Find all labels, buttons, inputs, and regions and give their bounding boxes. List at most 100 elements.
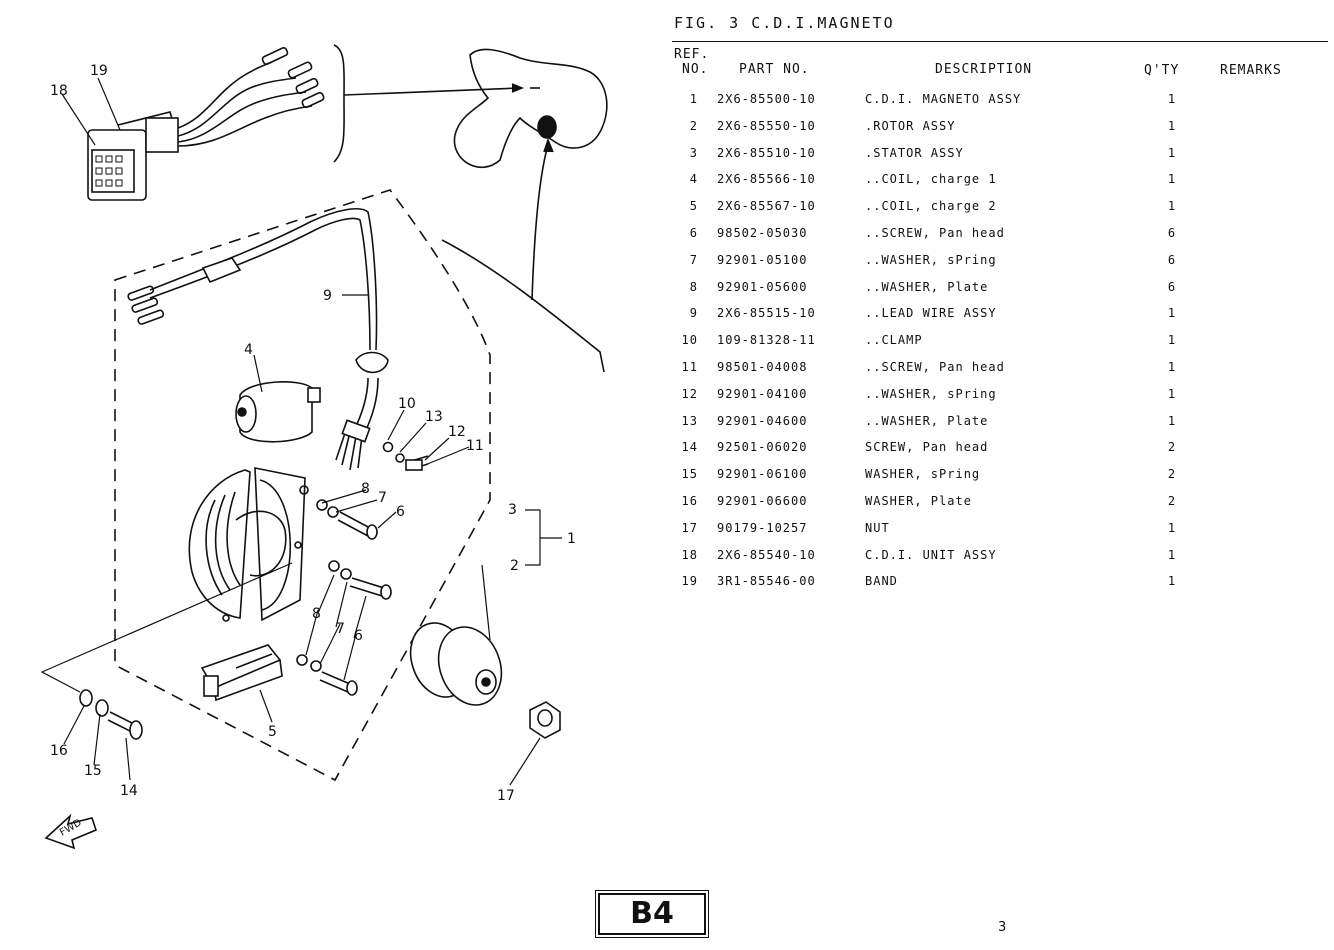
stator-plate-drawing bbox=[188, 467, 309, 622]
table-row: 12 92901-04100 ..WASHER, sPring 1 bbox=[672, 383, 1328, 410]
part-no-cell: 2X6-85550-10 bbox=[717, 118, 816, 133]
ref-cell: 14 bbox=[681, 440, 698, 455]
page-number: 3 bbox=[998, 920, 1007, 935]
part-no-cell: 92901-05100 bbox=[717, 252, 808, 267]
part-no-cell: 2X6-85566-10 bbox=[717, 172, 816, 187]
section-badge: B4 bbox=[595, 890, 709, 938]
ref-cell: 16 bbox=[681, 493, 698, 508]
callout-11: 11 bbox=[466, 438, 484, 454]
description-cell: ..WASHER, sPring bbox=[865, 386, 997, 401]
callout-16: 16 bbox=[50, 743, 68, 759]
cdi-unit-drawing bbox=[87, 47, 325, 201]
table-row: 16 92901-06600 WASHER, Plate 2 bbox=[672, 490, 1328, 517]
part-no-cell: 90179-10257 bbox=[717, 520, 808, 535]
table-row: 10 109-81328-11 ..CLAMP 1 bbox=[672, 329, 1328, 356]
figure-title: FIG. 3 C.D.I.MAGNETO bbox=[674, 14, 895, 32]
ref-cell: 10 bbox=[681, 333, 698, 348]
part-no-cell: 98501-04008 bbox=[717, 359, 808, 374]
ref-cell: 3 bbox=[689, 145, 698, 160]
part-no-cell: 2X6-85567-10 bbox=[717, 199, 816, 214]
ref-cell: 15 bbox=[681, 467, 698, 482]
qty-cell: 1 bbox=[1167, 574, 1177, 589]
qty-cell: 1 bbox=[1167, 199, 1177, 214]
description-cell: .ROTOR ASSY bbox=[865, 118, 956, 133]
part-no-cell: 92901-04100 bbox=[717, 386, 808, 401]
part-no-cell: 98502-05030 bbox=[717, 225, 808, 240]
ref-cell: 19 bbox=[681, 574, 698, 589]
ref-cell: 4 bbox=[689, 172, 698, 187]
qty-cell: 1 bbox=[1167, 413, 1177, 428]
qty-cell: 1 bbox=[1167, 520, 1177, 535]
callout-5: 5 bbox=[268, 724, 277, 740]
qty-cell: 2 bbox=[1167, 493, 1177, 508]
qty-cell: 1 bbox=[1167, 359, 1177, 374]
qty-cell: 6 bbox=[1167, 225, 1177, 240]
ref-cell: 13 bbox=[681, 413, 698, 428]
description-cell: C.D.I. UNIT ASSY bbox=[865, 547, 997, 562]
callout-14: 14 bbox=[120, 783, 138, 799]
callout-18: 18 bbox=[50, 83, 68, 99]
callout-9: 9 bbox=[323, 288, 332, 304]
table-row: 18 2X6-85540-10 C.D.I. UNIT ASSY 1 bbox=[672, 544, 1328, 571]
qty-cell: 1 bbox=[1167, 333, 1177, 348]
ref-cell: 6 bbox=[689, 225, 698, 240]
qty-cell: 1 bbox=[1167, 118, 1177, 133]
description-cell: ..CLAMP bbox=[865, 333, 923, 348]
rotor-drawing bbox=[409, 622, 503, 706]
vehicle-silhouette bbox=[441, 48, 608, 373]
callout-2: 2 bbox=[510, 558, 519, 574]
description-cell: WASHER, Plate bbox=[865, 493, 972, 508]
callout-17: 17 bbox=[497, 788, 515, 804]
lower-fasteners-drawing bbox=[79, 689, 143, 740]
ref-cell: 9 bbox=[689, 306, 698, 321]
header-part-no: PART NO. bbox=[739, 62, 810, 77]
callout-6: 6 bbox=[396, 504, 405, 520]
ref-cell: 18 bbox=[681, 547, 698, 562]
callout-19: 19 bbox=[90, 63, 108, 79]
header-ref-line2: NO. bbox=[682, 62, 709, 77]
part-no-cell: 3R1-85546-00 bbox=[717, 574, 816, 589]
fwd-arrow-icon: FWD bbox=[44, 813, 97, 850]
part-no-cell: 92901-04600 bbox=[717, 413, 808, 428]
part-no-cell: 92901-06600 bbox=[717, 493, 808, 508]
header-description: DESCRIPTION bbox=[935, 62, 1033, 77]
part-no-cell: 2X6-85515-10 bbox=[717, 306, 816, 321]
callout-15: 15 bbox=[84, 763, 102, 779]
description-cell: BAND bbox=[865, 574, 898, 589]
description-cell: NUT bbox=[865, 520, 890, 535]
part-no-cell: 92901-05600 bbox=[717, 279, 808, 294]
part-no-cell: 92901-06100 bbox=[717, 467, 808, 482]
qty-cell: 1 bbox=[1167, 92, 1177, 106]
description-cell: .STATOR ASSY bbox=[865, 145, 964, 160]
part-no-cell: 109-81328-11 bbox=[717, 333, 816, 348]
qty-cell: 1 bbox=[1167, 547, 1177, 562]
callout-1: 1 bbox=[567, 531, 576, 547]
header-ref-line1: REF. bbox=[674, 47, 710, 62]
description-cell: ..SCREW, Pan head bbox=[865, 359, 1005, 374]
qty-cell: 1 bbox=[1167, 386, 1177, 401]
part-no-cell: 2X6-85540-10 bbox=[717, 547, 816, 562]
header-rule bbox=[672, 41, 1328, 42]
callout-8b: 8 bbox=[312, 606, 321, 622]
ref-cell: 17 bbox=[681, 520, 698, 535]
leader-lines bbox=[40, 77, 562, 786]
description-cell: SCREW, Pan head bbox=[865, 440, 989, 455]
ref-cell: 2 bbox=[689, 118, 698, 133]
callout-4: 4 bbox=[244, 342, 253, 358]
nut-drawing bbox=[529, 701, 561, 739]
qty-cell: 1 bbox=[1167, 172, 1177, 187]
ref-cell: 12 bbox=[681, 386, 698, 401]
callout-3: 3 bbox=[508, 502, 517, 518]
description-cell: ..LEAD WIRE ASSY bbox=[865, 306, 997, 321]
